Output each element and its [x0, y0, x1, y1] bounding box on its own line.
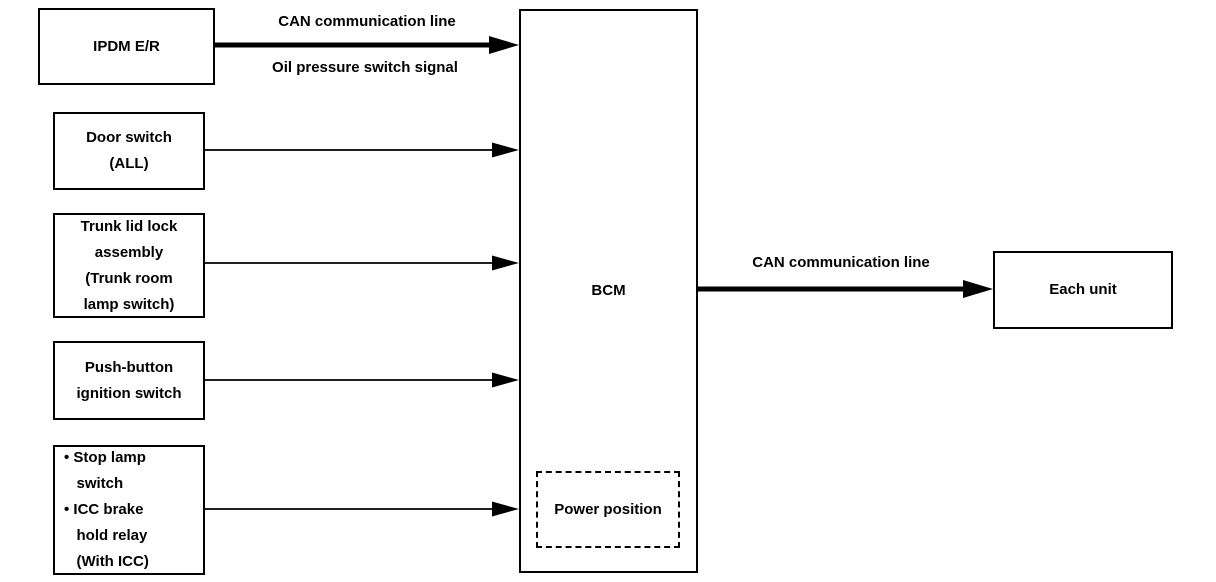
oil-pressure-signal-label: Oil pressure switch signal	[272, 59, 458, 76]
arrow-bcm-to-eachunit-head	[963, 280, 993, 298]
can-line-top-label: CAN communication line	[278, 13, 456, 30]
arrow-bcm-to-eachunit	[698, 280, 993, 298]
arrow-stoplamp-to-bcm-head	[492, 501, 519, 517]
arrow-trunk-to-bcm	[205, 255, 519, 271]
can-line-right-label: CAN communication line	[752, 254, 930, 271]
arrow-pushbutton-to-bcm-head	[492, 372, 519, 388]
power-position-label: Power position	[554, 500, 662, 518]
arrow-ipdm-to-bcm	[215, 36, 519, 54]
arrow-door-to-bcm-head	[492, 142, 519, 158]
push-button-ignition-label: Push-button ignition switch	[76, 358, 182, 402]
power-position-box: Power position	[536, 471, 680, 548]
arrow-stoplamp-to-bcm	[205, 501, 519, 517]
ipdm-er-box: IPDM E/R	[38, 8, 215, 85]
arrow-pushbutton-to-bcm	[205, 372, 519, 388]
stop-lamp-icc-box: • Stop lamp switch • ICC brake hold rela…	[53, 445, 205, 575]
door-switch-label: Door switch (ALL)	[86, 129, 172, 172]
trunk-lid-lock-label: Trunk lid lock assembly (Trunk room lamp…	[80, 217, 178, 313]
trunk-lid-lock-box: Trunk lid lock assembly (Trunk room lamp…	[53, 213, 205, 318]
ipdm-er-label: IPDM E/R	[93, 37, 160, 55]
bcm-label: BCM	[591, 282, 626, 299]
arrow-door-to-bcm	[205, 142, 519, 158]
push-button-ignition-box: Push-button ignition switch	[53, 341, 205, 420]
arrow-ipdm-to-bcm-head	[489, 36, 519, 54]
arrow-trunk-to-bcm-head	[492, 255, 519, 271]
door-switch-box: Door switch (ALL)	[53, 112, 205, 190]
each-unit-box: Each unit	[993, 251, 1173, 329]
stop-lamp-icc-label: • Stop lamp switch • ICC brake hold rela…	[64, 449, 149, 570]
each-unit-label: Each unit	[1049, 281, 1117, 298]
